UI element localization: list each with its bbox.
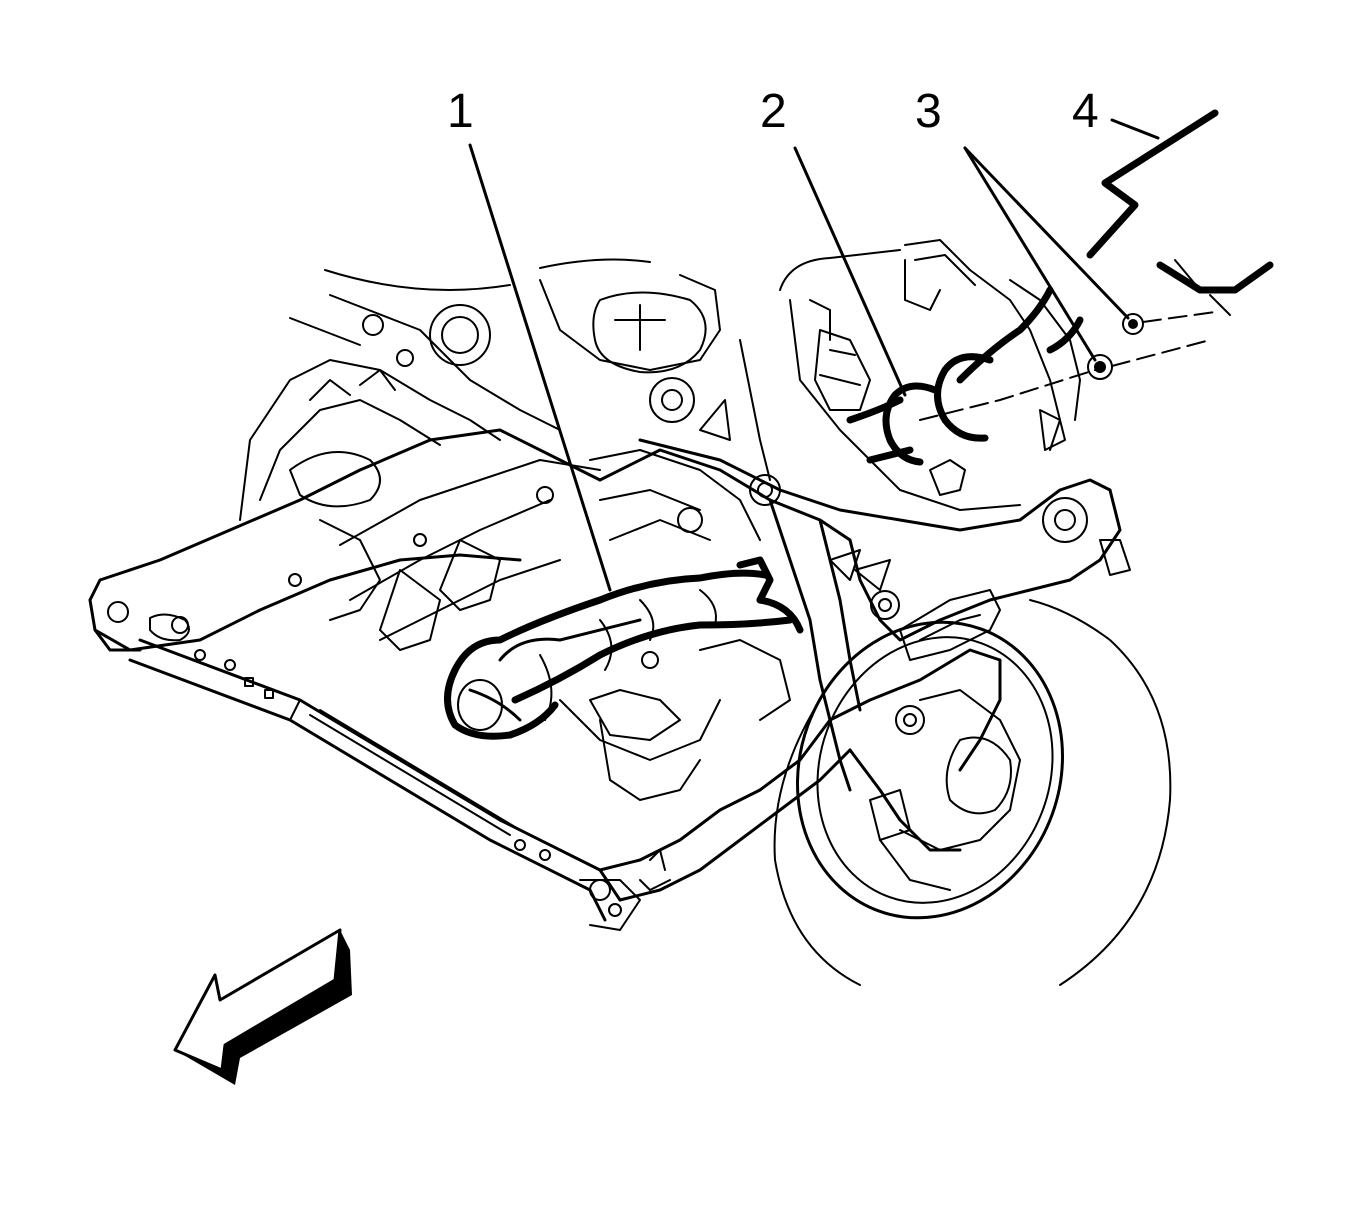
front-direction-arrow-icon bbox=[173, 928, 352, 1085]
callout-1: 1 bbox=[447, 85, 474, 138]
front-subframe bbox=[88, 428, 1131, 931]
break-line-symbol bbox=[1086, 109, 1219, 259]
callout-leaders bbox=[468, 118, 1160, 592]
rear-hardware bbox=[809, 239, 1274, 496]
callout-3: 3 bbox=[915, 85, 942, 138]
wheel-and-tire bbox=[773, 599, 1172, 986]
callout-2: 2 bbox=[760, 85, 787, 138]
callout-4: 4 bbox=[1072, 85, 1099, 138]
exhaust-pipe-catalytic-converter bbox=[444, 556, 804, 740]
vehicle-underbody-frame bbox=[239, 249, 1021, 801]
